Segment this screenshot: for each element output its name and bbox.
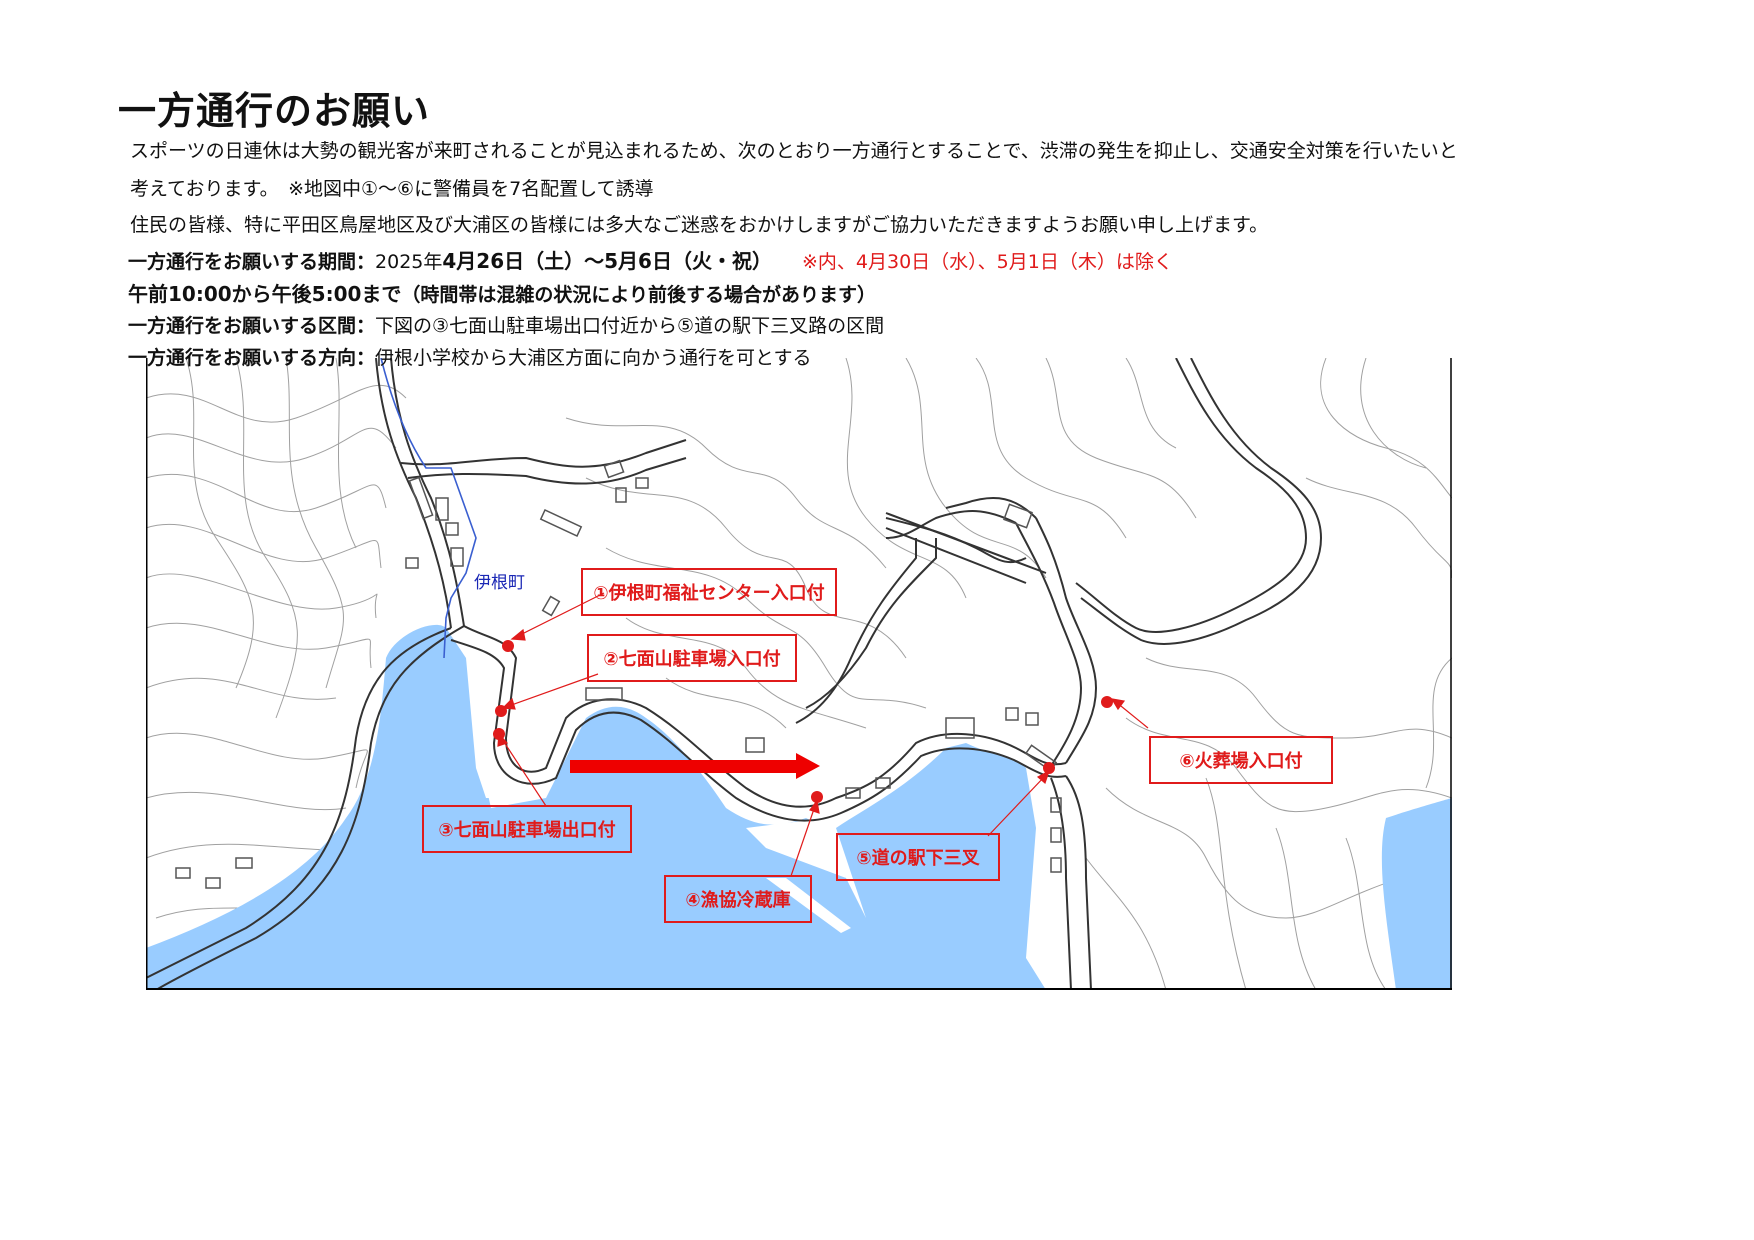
callout-5: ⑤道の駅下三叉: [836, 833, 1000, 881]
callout-3: ③七面山駐車場出口付: [422, 805, 632, 853]
marker-2: [495, 705, 507, 717]
guard-location-markers: [493, 640, 1113, 803]
page-title: 一方通行のお願い: [118, 89, 431, 133]
period-dates: 4月26日（土）～5月6日（火・祝）: [442, 249, 772, 273]
section-value: 下図の③七面山駐車場出口付近から⑤道の駅下三叉路の区間: [375, 315, 885, 337]
callout-4: ④漁協冷蔵庫: [664, 875, 812, 923]
direction-label: 一方通行をお願いする方向：: [128, 347, 376, 369]
water-area: [146, 624, 1452, 990]
hours-note: （時間帯は混雑の状況により前後する場合があります）: [401, 284, 877, 306]
period-exclusion: ※内、4月30日（水）、5月1日（木）は除く: [801, 251, 1173, 273]
hours-main: 午前10:00から午後5:00まで: [128, 282, 402, 306]
callout-6: ⑥火葬場入口付: [1149, 736, 1333, 784]
buildings: [175, 459, 1062, 889]
intro-paragraph-line-3: 住民の皆様、特に平田区鳥屋地区及び大浦区の皆様には多大なご迷惑をおかけしますがご…: [130, 214, 1269, 236]
hours-line: 午前10:00から午後5:00まで（時間帯は混雑の状況により前後する場合がありま…: [128, 278, 876, 307]
section-line: 一方通行をお願いする区間：下図の③七面山駐車場出口付近から⑤道の駅下三叉路の区間: [128, 311, 884, 338]
marker-3: [493, 728, 505, 740]
callout-leader-lines: [497, 592, 1149, 877]
intro-paragraph-line-2: 考えております。 ※地図中①～⑥に警備員を7名配置して誘導: [130, 178, 654, 200]
one-way-direction-arrow-icon: [570, 753, 820, 779]
marker-5: [1043, 762, 1055, 774]
intro-paragraph-line-1: スポーツの日連休は大勢の観光客が来町されることが見込まれるため、次のとおり一方通…: [130, 140, 1458, 162]
callout-1: ①伊根町福祉センター入口付: [581, 568, 837, 616]
period-year: 2025年: [375, 251, 443, 273]
marker-4: [811, 791, 823, 803]
period-line: 一方通行をお願いする期間：2025年4月26日（土）～5月6日（火・祝） ※内、4…: [128, 245, 1173, 274]
direction-line: 一方通行をお願いする方向：伊根小学校から大浦区方面に向かう通行を可とする: [128, 343, 811, 370]
traffic-map: 伊根町 ①伊根町福祉センター入口付 ②七面山駐車場入口付 ③七面山駐車場出口付 …: [146, 358, 1452, 990]
section-label: 一方通行をお願いする区間：: [128, 315, 376, 337]
river: [380, 358, 477, 659]
callout-2: ②七面山駐車場入口付: [587, 634, 797, 682]
marker-6: [1101, 696, 1113, 708]
direction-value: 伊根小学校から大浦区方面に向かう通行を可とする: [375, 347, 812, 369]
place-label-ine-town: 伊根町: [474, 573, 525, 593]
period-label: 一方通行をお願いする期間：: [128, 251, 376, 273]
marker-1: [502, 640, 514, 652]
